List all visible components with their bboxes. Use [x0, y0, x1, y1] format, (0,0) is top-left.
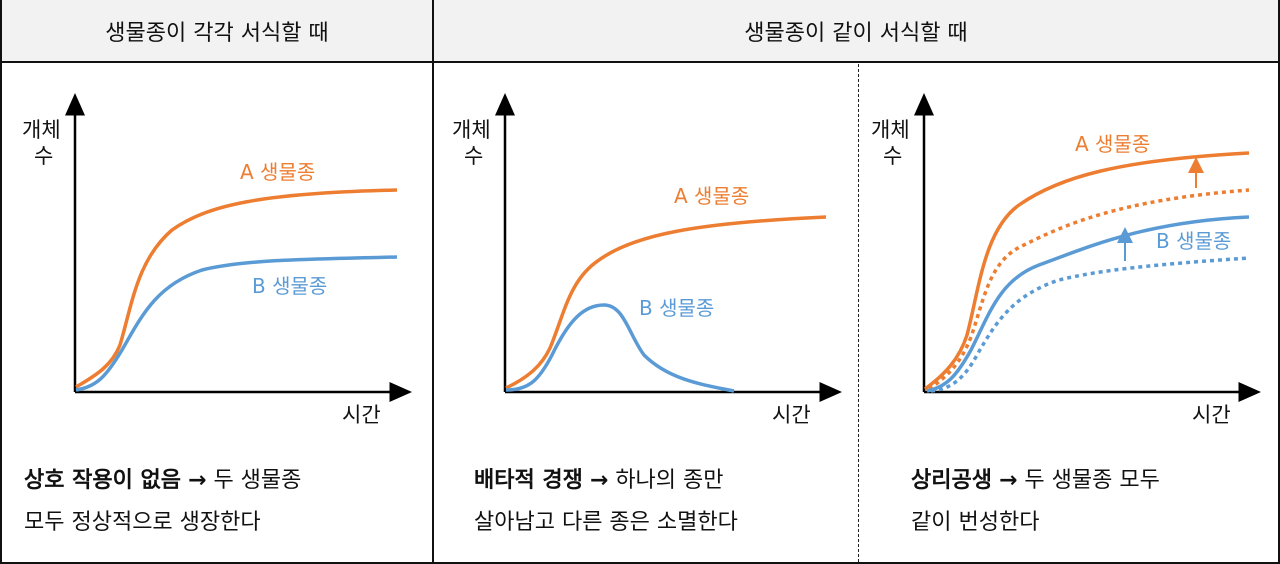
series-b-label: B 생물종	[639, 296, 714, 320]
series-a-label: A 생물종	[240, 160, 315, 184]
caption-line2: 모두 정상적으로 생장한다	[24, 510, 261, 535]
series-b-line	[505, 303, 735, 393]
x-axis-label: 시간	[772, 403, 811, 427]
y-axis-label-2: 수	[883, 144, 902, 168]
panel-mutualism: 개체 수 시간 A 생물종 B 생물종 상리공생 → 두 생물종 모두 같이 번…	[859, 65, 1278, 562]
arrow-icon: →	[188, 468, 207, 493]
caption-line1: 두 생물종 모두	[1024, 468, 1160, 493]
series-b-together-line	[926, 215, 1250, 393]
arrow-icon: →	[589, 468, 609, 493]
series-b-label: B 생물종	[252, 274, 327, 298]
chart-no-interaction: 개체 수 시간 A 생물종 B 생물종	[22, 93, 412, 427]
x-axis-label: 시간	[342, 403, 381, 427]
series-b-separate-line	[930, 256, 1250, 393]
series-b-line	[75, 255, 398, 392]
caption-line1: 두 생물종	[213, 468, 302, 493]
y-axis-label: 개체	[452, 118, 491, 142]
y-axis-label: 개체	[871, 118, 910, 142]
caption-mutualism: 상리공생 → 두 생물종 모두 같이 번성한다	[911, 460, 1160, 544]
series-a-separate-line	[928, 188, 1250, 391]
x-axis-label: 시간	[1192, 403, 1231, 427]
dashed-divider	[858, 64, 859, 562]
caption-no-interaction: 상호 작용이 없음 → 두 생물종 모두 정상적으로 생장한다	[24, 460, 301, 544]
arrow-icon: →	[998, 468, 1018, 493]
y-axis-label-2: 수	[34, 144, 53, 168]
column-divider	[432, 2, 434, 562]
series-a-line	[75, 188, 398, 389]
caption-bold: 상호 작용이 없음	[24, 468, 181, 493]
caption-competitive-exclusion: 배타적 경쟁 → 하나의 종만 살아남고 다른 종은 소멸한다	[474, 460, 738, 544]
y-axis-label-2: 수	[464, 144, 483, 168]
caption-line1: 하나의 종만	[615, 468, 724, 493]
header-separate-label: 생물종이 각각 서식할 때	[105, 20, 329, 46]
caption-line2: 살아남고 다른 종은 소멸한다	[474, 510, 738, 535]
caption-bold: 배타적 경쟁	[474, 468, 583, 493]
caption-line2: 같이 번성한다	[911, 510, 1040, 535]
series-a-label: A 생물종	[674, 184, 749, 208]
header-together-label: 생물종이 같이 서식할 때	[744, 20, 968, 46]
series-a-together-line	[923, 151, 1250, 391]
series-a-line	[505, 215, 827, 390]
panel-competitive-exclusion: 개체 수 시간 A 생물종 B 생물종 배타적 경쟁 → 하나의 종만 살아남고…	[434, 65, 858, 562]
caption-bold: 상리공생	[911, 468, 992, 493]
header-separate: 생물종이 각각 서식할 때	[2, 0, 432, 63]
y-axis-label: 개체	[22, 118, 61, 142]
series-b-label: B 생물종	[1156, 229, 1231, 253]
header-together: 생물종이 같이 서식할 때	[434, 0, 1278, 63]
chart-mutualism: 개체 수 시간 A 생물종 B 생물종	[871, 93, 1261, 427]
chart-competitive-exclusion: 개체 수 시간 A 생물종 B 생물종	[452, 93, 842, 427]
series-a-label: A 생물종	[1075, 132, 1150, 156]
panel-no-interaction: 개체 수 시간 A 생물종 B 생물종 상호 작용이 없음 → 두 생물종 모두…	[2, 65, 432, 562]
